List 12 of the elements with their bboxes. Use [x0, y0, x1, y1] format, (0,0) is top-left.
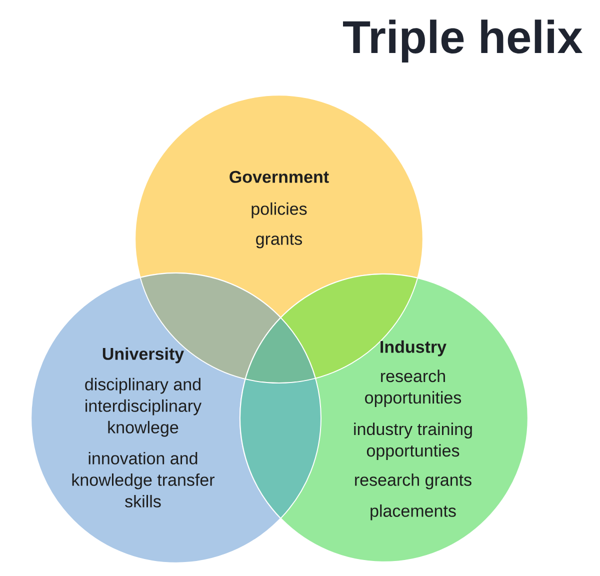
- item-text: disciplinary and interdisciplinary knowlege: [85, 378, 202, 437]
- circle-heading: University: [102, 347, 184, 364]
- item-text: research grants: [355, 473, 472, 490]
- item-text: grants: [256, 234, 302, 248]
- item-text: industry training opportunties: [354, 422, 472, 460]
- circle-heading: Industry: [380, 340, 446, 356]
- item-text: placements: [370, 504, 456, 520]
- item-text: policies: [252, 202, 307, 218]
- item-text: research opportunities: [365, 370, 462, 408]
- circle-heading: Government: [230, 170, 329, 183]
- page-title: Triple helix: [343, 20, 582, 63]
- item-text: innovation and knowledge transfer skills: [72, 452, 214, 508]
